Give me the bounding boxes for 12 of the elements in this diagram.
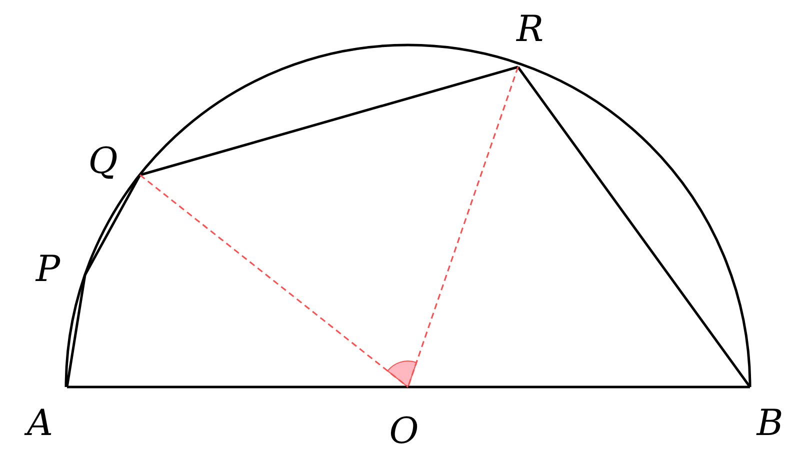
dashed-radius-line	[140, 174, 408, 388]
chord-line	[140, 66, 518, 176]
chord-line	[67, 386, 750, 388]
point-label: O	[389, 414, 419, 450]
point-label: P	[36, 252, 60, 288]
chord-line	[516, 66, 752, 388]
dashed-radius-line	[407, 66, 519, 388]
chord-line	[84, 174, 142, 276]
point-label: B	[756, 406, 784, 442]
chord-line	[66, 274, 86, 388]
point-label: R	[516, 12, 544, 48]
point-label: Q	[88, 144, 118, 180]
